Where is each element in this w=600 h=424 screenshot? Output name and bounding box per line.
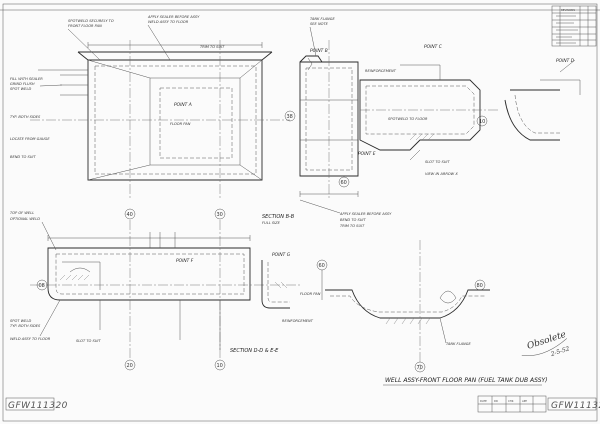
svg-text:LOCATE FROM GAUGE: LOCATE FROM GAUGE — [10, 137, 50, 141]
lower-right-pan-profile — [321, 240, 490, 370]
svg-text:BEND TO SUIT: BEND TO SUIT — [10, 155, 36, 159]
svg-text:60: 60 — [341, 180, 347, 186]
svg-text:SLOT TO SUIT: SLOT TO SUIT — [76, 339, 101, 343]
point-e-label: POINT E — [358, 151, 376, 157]
svg-text:TYP. BOTH SIDES: TYP. BOTH SIDES — [10, 115, 41, 119]
svg-text:10: 10 — [217, 363, 223, 369]
svg-text:SPOTWELD TO FLOOR: SPOTWELD TO FLOOR — [388, 117, 428, 121]
svg-text:TANK FLANGE: TANK FLANGE — [310, 17, 336, 21]
title-block: DATE DR CHK APP — [477, 395, 547, 413]
svg-text:GRIND FLUSH: GRIND FLUSH — [10, 82, 35, 86]
svg-text:2-5-52: 2-5-52 — [549, 345, 571, 358]
tb-dr: DR — [494, 399, 498, 403]
svg-text:BEND TO SUIT: BEND TO SUIT — [340, 218, 366, 222]
svg-text:WELD ASSY TO FLOOR: WELD ASSY TO FLOOR — [148, 20, 189, 24]
obsolete-stamp: Obsolete 2-5-52 — [521, 330, 571, 358]
svg-text:TRIM TO SUIT: TRIM TO SUIT — [200, 45, 225, 49]
dimension-lines — [47, 42, 359, 241]
svg-text:REINFORCEMENT: REINFORCEMENT — [282, 319, 314, 323]
section-de-label: SECTION D-D & E-E — [230, 348, 279, 354]
svg-text:FILL WITH SEALER: FILL WITH SEALER — [10, 77, 43, 81]
svg-text:APPLY SEALER BEFORE ASSY: APPLY SEALER BEFORE ASSY — [339, 212, 392, 216]
notes-upper-left: SPOTWELD SECURELY TO FRONT FLOOR PAN APP… — [10, 15, 225, 159]
tb-date: DATE — [480, 399, 487, 403]
svg-text:FLOOR PAN: FLOOR PAN — [170, 122, 191, 126]
revision-block: REVISIONS — [551, 5, 597, 47]
far-right-detail — [504, 59, 581, 141]
drawing-title: WELL ASSY-FRONT FLOOR PAN (FUEL TANK DUB… — [385, 377, 548, 384]
svg-text:TOP OF WELL: TOP OF WELL — [10, 211, 34, 215]
sheet-border — [2, 3, 598, 422]
tb-chk: CHK — [508, 399, 514, 403]
svg-text:TRIM TO SUIT: TRIM TO SUIT — [340, 224, 365, 228]
right-side-profile — [359, 64, 500, 151]
svg-text:40: 40 — [127, 212, 133, 218]
svg-text:30: 30 — [217, 212, 223, 218]
svg-text:FRONT FLOOR PAN: FRONT FLOOR PAN — [68, 24, 102, 28]
svg-text:OPTIONAL WELD: OPTIONAL WELD — [10, 217, 40, 221]
svg-text:SPOT WELD: SPOT WELD — [10, 87, 31, 91]
rev-header: REVISIONS — [561, 8, 575, 12]
point-c-label: POINT C — [424, 44, 443, 50]
drawing-number-right: GFW111320 — [551, 401, 600, 411]
reference-bubbles-lower: 08 40 30 20 10 60 70 80 — [36, 208, 486, 373]
svg-text:VIEW IN ARROW X: VIEW IN ARROW X — [425, 172, 458, 176]
svg-text:SPOTWELD SECURELY TO: SPOTWELD SECURELY TO — [68, 19, 114, 23]
svg-text:SPOT WELD: SPOT WELD — [10, 319, 31, 323]
svg-text:80: 80 — [477, 283, 483, 289]
svg-text:20: 20 — [127, 363, 133, 369]
section-bb-label: SECTION B-B — [262, 214, 295, 220]
point-a-label: POINT A — [174, 102, 192, 108]
svg-text:SLOT TO SUIT: SLOT TO SUIT — [425, 160, 450, 164]
point-d-label: POINT D — [556, 58, 575, 64]
center-section-profile — [299, 40, 359, 200]
plan-view-lower — [30, 220, 300, 360]
svg-text:60: 60 — [319, 263, 325, 269]
tb-app: APP — [522, 399, 527, 403]
svg-text:70: 70 — [417, 365, 423, 371]
svg-text:TYP. BOTH SIDES: TYP. BOTH SIDES — [10, 324, 41, 328]
svg-text:SEE NOTE: SEE NOTE — [310, 22, 329, 26]
plan-view-upper — [30, 40, 290, 200]
drawing-number-right-box — [547, 397, 597, 411]
svg-text:TANK FLANGE: TANK FLANGE — [446, 342, 472, 346]
svg-text:WELD ASSY TO FLOOR: WELD ASSY TO FLOOR — [10, 337, 51, 341]
svg-text:08: 08 — [39, 283, 45, 289]
svg-text:REINFORCEMENT: REINFORCEMENT — [365, 69, 397, 73]
svg-text:APPLY SEALER BEFORE ASSY: APPLY SEALER BEFORE ASSY — [147, 15, 200, 19]
svg-text:10: 10 — [479, 119, 485, 125]
point-b-label: POINT B — [310, 48, 328, 54]
drawing-number-left-box — [5, 397, 55, 411]
reference-bubbles-upper: 38 60 10 — [284, 110, 488, 188]
svg-text:FLOOR PAN: FLOOR PAN — [300, 292, 321, 296]
point-g-label: POINT G — [272, 252, 291, 258]
svg-text:38: 38 — [287, 114, 293, 120]
drawing-number-left: GFW111320 — [8, 401, 68, 411]
notes-upper-right: TANK FLANGE SEE NOTE REINFORCEMENT SPOTW… — [309, 17, 458, 176]
point-f-label: POINT F — [176, 258, 194, 264]
notes-lower: TOP OF WELL OPTIONAL WELD SPOT WELD TYP.… — [10, 199, 472, 346]
small-section-detail — [261, 260, 290, 309]
section-bb-scale: FULL SIZE — [262, 221, 281, 225]
